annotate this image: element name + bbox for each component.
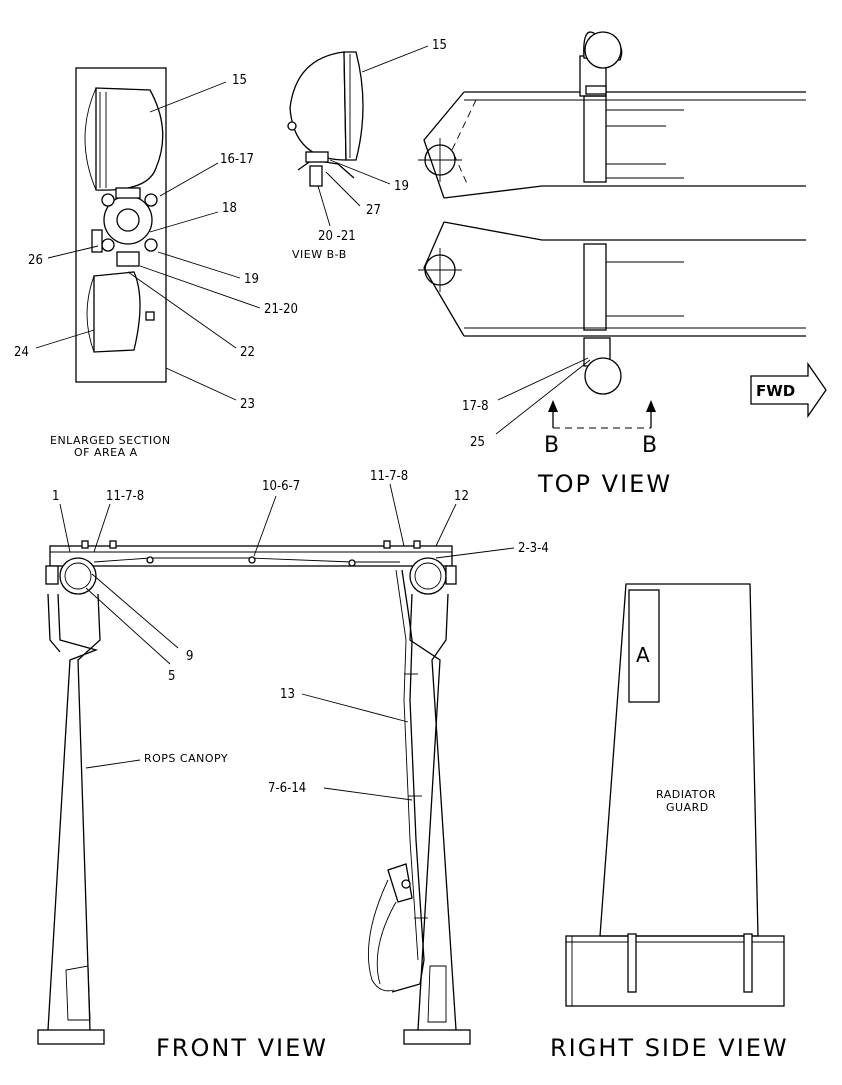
section-b-right: B bbox=[642, 433, 657, 458]
callout-19-enlarged: 19 bbox=[244, 272, 259, 287]
callout-19-view-bb: 19 bbox=[394, 179, 409, 194]
radiator-guard-label-line1: RADIATOR bbox=[656, 788, 716, 801]
section-b-left: B bbox=[544, 433, 559, 458]
enlarged-section-area-a bbox=[35, 67, 261, 401]
callout-11-7-8-left: 11-7-8 bbox=[106, 489, 144, 504]
callout-25: 25 bbox=[470, 435, 485, 450]
right-side-view-title: RIGHT SIDE VIEW bbox=[550, 1034, 789, 1062]
view-bb-caption: VIEW B-B bbox=[292, 248, 347, 261]
rops-canopy-label: ROPS CANOPY bbox=[144, 752, 228, 765]
callout-16-17: 16-17 bbox=[220, 152, 254, 167]
callout-18: 18 bbox=[222, 201, 237, 216]
callout-27: 27 bbox=[366, 203, 381, 218]
callout-15-enlarged: 15 bbox=[232, 73, 247, 88]
front-view bbox=[37, 483, 515, 1045]
enlarged-section-caption: ENLARGED SECTION bbox=[50, 434, 171, 447]
front-view-title: FRONT VIEW bbox=[156, 1034, 328, 1062]
callout-11-7-8-right: 11-7-8 bbox=[370, 469, 408, 484]
callout-7-6-14: 7-6-14 bbox=[268, 781, 306, 796]
callout-15-view-bb: 15 bbox=[432, 38, 447, 53]
callout-26: 26 bbox=[28, 253, 43, 268]
top-view-title: TOP VIEW bbox=[537, 470, 672, 498]
callout-13: 13 bbox=[280, 687, 295, 702]
radiator-guard-label-line2: GUARD bbox=[666, 801, 709, 814]
enlarged-section-caption-line2: OF AREA A bbox=[74, 446, 138, 459]
callout-20-21: 20 -21 bbox=[318, 229, 356, 244]
callout-24: 24 bbox=[14, 345, 29, 360]
fwd-arrow-icon bbox=[750, 361, 827, 419]
top-view bbox=[418, 31, 806, 435]
callout-1: 1 bbox=[52, 489, 59, 504]
right-side-view bbox=[565, 583, 785, 1007]
callout-22: 22 bbox=[240, 345, 255, 360]
callout-12: 12 bbox=[454, 489, 469, 504]
callout-17-8: 17-8 bbox=[462, 399, 489, 414]
callout-23: 23 bbox=[240, 397, 255, 412]
callout-2-3-4: 2-3-4 bbox=[518, 541, 549, 556]
area-a-marker: A bbox=[636, 643, 650, 667]
callout-10-6-7: 10-6-7 bbox=[262, 479, 300, 494]
view-bb-lamp bbox=[287, 45, 429, 227]
callout-9: 9 bbox=[186, 649, 193, 664]
callout-21-20: 21-20 bbox=[264, 302, 298, 317]
callout-5: 5 bbox=[168, 669, 175, 684]
fwd-label: FWD bbox=[756, 382, 795, 400]
